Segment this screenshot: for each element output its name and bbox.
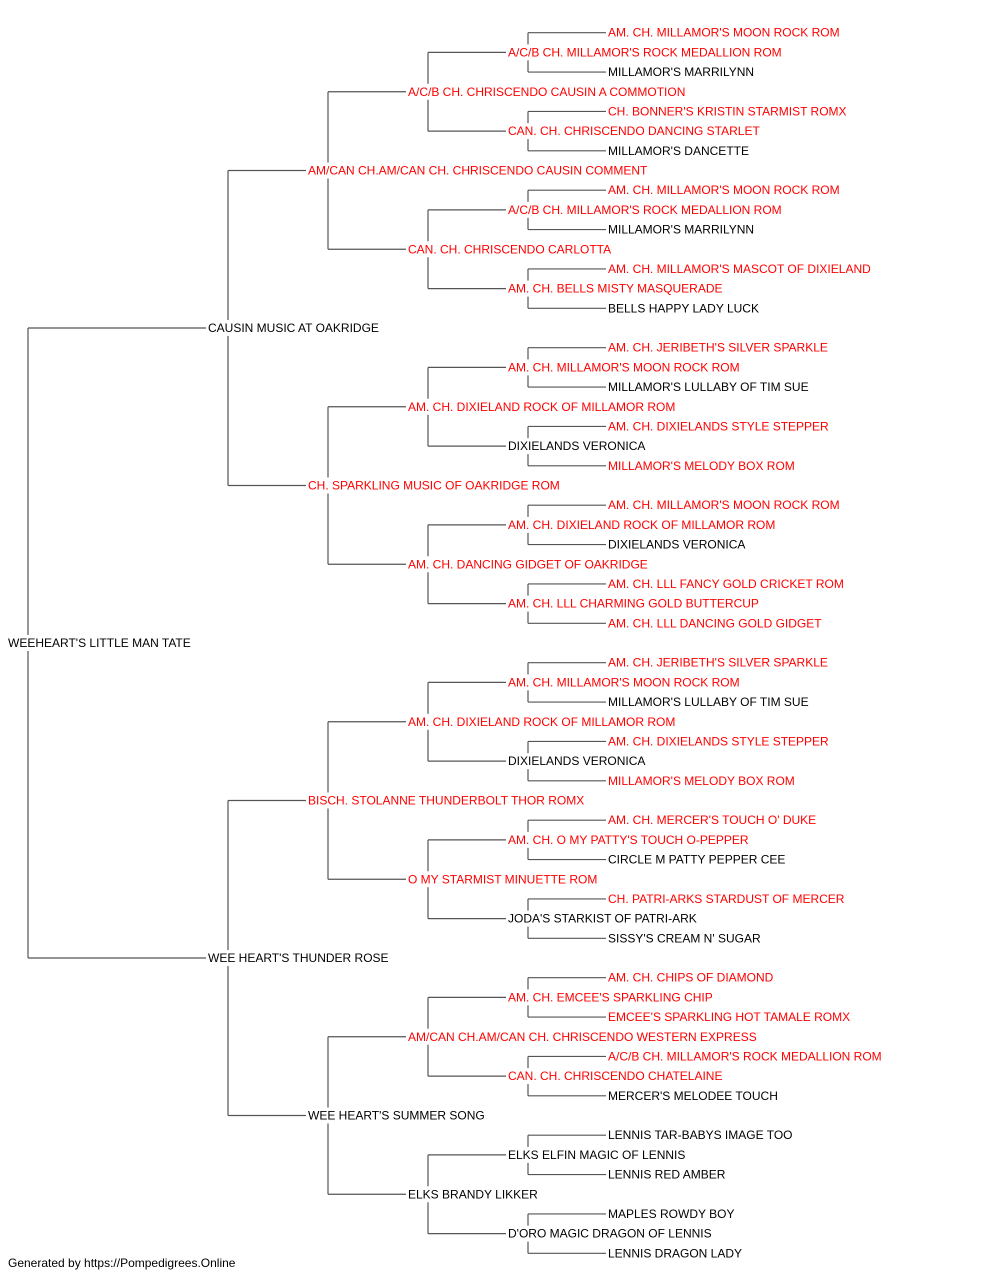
dog-name-gen5[interactable]: AM. CH. MILLAMOR'S MOON ROCK ROM [608, 183, 840, 197]
dog-name-gen2[interactable]: CH. SPARKLING MUSIC OF OAKRIDGE ROM [308, 479, 560, 493]
connector-lines [27, 32, 606, 1254]
dog-name-gen4[interactable]: AM. CH. DIXIELAND ROCK OF MILLAMOR ROM [508, 518, 775, 532]
dog-name-gen4[interactable]: A/C/B CH. MILLAMOR'S ROCK MEDALLION ROM [508, 203, 782, 217]
dog-name-gen5[interactable]: AM. CH. LLL FANCY GOLD CRICKET ROM [608, 577, 844, 591]
dog-name-gen5[interactable]: AM. CH. MILLAMOR'S MASCOT OF DIXIELAND [608, 262, 871, 276]
dog-name-gen4[interactable]: DIXIELANDS VERONICA [508, 439, 645, 453]
dog-name-gen4[interactable]: AM. CH. MILLAMOR'S MOON ROCK ROM [508, 360, 740, 374]
dog-name-gen5[interactable]: AM. CH. MILLAMOR'S MOON ROCK ROM [608, 26, 840, 40]
dog-name-gen1[interactable]: CAUSIN MUSIC AT OAKRIDGE [208, 321, 379, 335]
dog-name-gen5[interactable]: EMCEE'S SPARKLING HOT TAMALE ROMX [608, 1010, 850, 1024]
dog-name-gen3[interactable]: AM. CH. DANCING GIDGET OF OAKRIDGE [408, 557, 648, 571]
dog-name-gen5[interactable]: MILLAMOR'S LULLABY OF TIM SUE [608, 380, 809, 394]
dog-names: WEEHEART'S LITTLE MAN TATE CAUSIN MUSIC A… [8, 26, 882, 1261]
dog-name-gen5[interactable]: AM. CH. MILLAMOR'S MOON ROCK ROM [608, 498, 840, 512]
dog-name-gen5[interactable]: LENNIS DRAGON LADY [608, 1246, 742, 1260]
dog-name-gen5[interactable]: MERCER'S MELODEE TOUCH [608, 1089, 778, 1103]
dog-name-gen4[interactable]: AM. CH. O MY PATTY'S TOUCH O-PEPPER [508, 833, 749, 847]
dog-name-gen5[interactable]: A/C/B CH. MILLAMOR'S ROCK MEDALLION ROM [608, 1049, 882, 1063]
dog-name-gen4[interactable]: CAN. CH. CHRISCENDO CHATELAINE [508, 1069, 722, 1083]
dog-name-gen5[interactable]: AM. CH. DIXIELANDS STYLE STEPPER [608, 734, 829, 748]
dog-name-gen1[interactable]: WEE HEART'S THUNDER ROSE [208, 951, 389, 965]
dog-name-gen5[interactable]: AM. CH. CHIPS OF DIAMOND [608, 971, 774, 985]
dog-name-gen0[interactable]: WEEHEART'S LITTLE MAN TATE [8, 636, 191, 650]
dog-name-gen3[interactable]: O MY STARMIST MINUETTE ROM [408, 872, 597, 886]
dog-name-gen4[interactable]: AM. CH. MILLAMOR'S MOON ROCK ROM [508, 675, 740, 689]
dog-name-gen4[interactable]: AM. CH. LLL CHARMING GOLD BUTTERCUP [508, 597, 759, 611]
dog-name-gen3[interactable]: AM. CH. DIXIELAND ROCK OF MILLAMOR ROM [408, 715, 675, 729]
dog-name-gen5[interactable]: MILLAMOR'S MELODY BOX ROM [608, 459, 795, 473]
dog-name-gen2[interactable]: AM/CAN CH.AM/CAN CH. CHRISCENDO CAUSIN C… [308, 164, 648, 178]
dog-name-gen4[interactable]: AM. CH. BELLS MISTY MASQUERADE [508, 282, 723, 296]
dog-name-gen5[interactable]: BELLS HAPPY LADY LUCK [608, 301, 759, 315]
dog-name-gen3[interactable]: AM. CH. DIXIELAND ROCK OF MILLAMOR ROM [408, 400, 675, 414]
dog-name-gen5[interactable]: CH. BONNER'S KRISTIN STARMIST ROMX [608, 104, 847, 118]
dog-name-gen5[interactable]: MILLAMOR'S MARRILYNN [608, 223, 754, 237]
dog-name-gen5[interactable]: MILLAMOR'S MARRILYNN [608, 65, 754, 79]
dog-name-gen4[interactable]: A/C/B CH. MILLAMOR'S ROCK MEDALLION ROM [508, 45, 782, 59]
dog-name-gen4[interactable]: JODA'S STARKIST OF PATRI-ARK [508, 912, 697, 926]
dog-name-gen5[interactable]: CH. PATRI-ARKS STARDUST OF MERCER [608, 892, 845, 906]
dog-name-gen5[interactable]: AM. CH. DIXIELANDS STYLE STEPPER [608, 419, 829, 433]
dog-name-gen5[interactable]: SISSY'S CREAM N' SUGAR [608, 931, 761, 945]
dog-name-gen5[interactable]: AM. CH. JERIBETH'S SILVER SPARKLE [608, 656, 828, 670]
dog-name-gen5[interactable]: MAPLES ROWDY BOY [608, 1207, 734, 1221]
dog-name-gen5[interactable]: CIRCLE M PATTY PEPPER CEE [608, 853, 785, 867]
dog-name-gen4[interactable]: CAN. CH. CHRISCENDO DANCING STARLET [508, 124, 760, 138]
dog-name-gen3[interactable]: ELKS BRANDY LIKKER [408, 1187, 538, 1201]
dog-name-gen4[interactable]: D'ORO MAGIC DRAGON OF LENNIS [508, 1227, 712, 1241]
dog-name-gen3[interactable]: CAN. CH. CHRISCENDO CARLOTTA [408, 242, 611, 256]
dog-name-gen5[interactable]: LENNIS TAR-BABYS IMAGE TOO [608, 1128, 793, 1142]
dog-name-gen5[interactable]: AM. CH. JERIBETH'S SILVER SPARKLE [608, 341, 828, 355]
dog-name-gen3[interactable]: AM/CAN CH.AM/CAN CH. CHRISCENDO WESTERN … [408, 1030, 757, 1044]
dog-name-gen2[interactable]: WEE HEART'S SUMMER SONG [308, 1109, 485, 1123]
dog-name-gen4[interactable]: DIXIELANDS VERONICA [508, 754, 645, 768]
dog-name-gen5[interactable]: LENNIS RED AMBER [608, 1168, 726, 1182]
footer-credit: Generated by https://Pompedigrees.Online [8, 1256, 236, 1270]
dog-name-gen4[interactable]: AM. CH. EMCEE'S SPARKLING CHIP [508, 990, 713, 1004]
dog-name-gen5[interactable]: MILLAMOR'S MELODY BOX ROM [608, 774, 795, 788]
dog-name-gen5[interactable]: DIXIELANDS VERONICA [608, 538, 745, 552]
dog-name-gen5[interactable]: AM. CH. LLL DANCING GOLD GIDGET [608, 616, 822, 630]
dog-name-gen5[interactable]: AM. CH. MERCER'S TOUCH O' DUKE [608, 813, 816, 827]
dog-name-gen5[interactable]: MILLAMOR'S LULLABY OF TIM SUE [608, 695, 809, 709]
dog-name-gen2[interactable]: BISCH. STOLANNE THUNDERBOLT THOR ROMX [308, 794, 584, 808]
dog-name-gen4[interactable]: ELKS ELFIN MAGIC OF LENNIS [508, 1148, 685, 1162]
dog-name-gen3[interactable]: A/C/B CH. CHRISCENDO CAUSIN A COMMOTION [408, 85, 685, 99]
dog-name-gen5[interactable]: MILLAMOR'S DANCETTE [608, 144, 749, 158]
